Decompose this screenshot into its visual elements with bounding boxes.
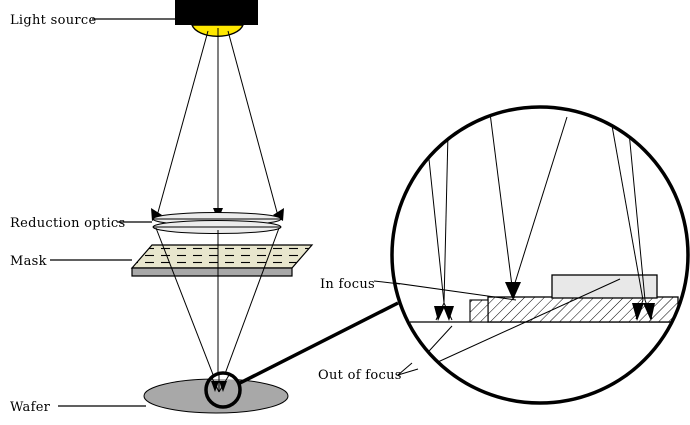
light-source-group: [175, 0, 258, 37]
resist-step-left: [469, 299, 489, 323]
projection-cone: [155, 227, 280, 391]
label-out-of-focus: Out of focus: [318, 368, 402, 383]
leader-out-of-focus-outer-a: [397, 362, 413, 376]
magnifier-small-group: [204, 371, 242, 409]
mask-slab: [130, 244, 314, 277]
label-in-focus-group: In focus: [320, 277, 375, 292]
label-light-source: Light source: [10, 13, 97, 28]
label-wafer: Wafer: [10, 400, 51, 415]
leader-out-of-focus-outer-b: [397, 368, 419, 376]
ray-bundle-right-out-of-focus: [610, 119, 655, 321]
leader-out-of-focus-right-inner: [404, 278, 621, 378]
label-out-of-focus-group: Out of focus: [318, 368, 402, 383]
ray-bundle-left-out-of-focus: [426, 132, 454, 321]
label-wafer-group: Wafer: [10, 400, 146, 415]
label-reduction-optics-group: Reduction optics: [10, 216, 152, 231]
magnifier-circle-small: [204, 371, 242, 409]
label-reduction-optics: Reduction optics: [10, 216, 125, 231]
right-ray-arrowhead: [273, 208, 284, 221]
mask-top-face: [130, 244, 314, 269]
label-mask: Mask: [10, 254, 47, 269]
reduction-optics-lens: [152, 212, 282, 234]
magnifier-circle-large: [390, 105, 690, 405]
mask-front-edge: [131, 267, 293, 277]
callout-connector: [237, 301, 399, 386]
leader-in-focus-outer: [373, 280, 401, 285]
source-light-cone: [151, 28, 284, 221]
leader-in-focus-inner: [392, 281, 517, 301]
label-in-focus: In focus: [320, 277, 375, 292]
label-light-source-group: Light source: [10, 13, 175, 28]
ray-bundle-center-in-focus: [489, 112, 568, 300]
magnified-view-group: [390, 105, 690, 405]
lamp-housing: [175, 0, 258, 25]
label-mask-group: Mask: [10, 254, 132, 269]
